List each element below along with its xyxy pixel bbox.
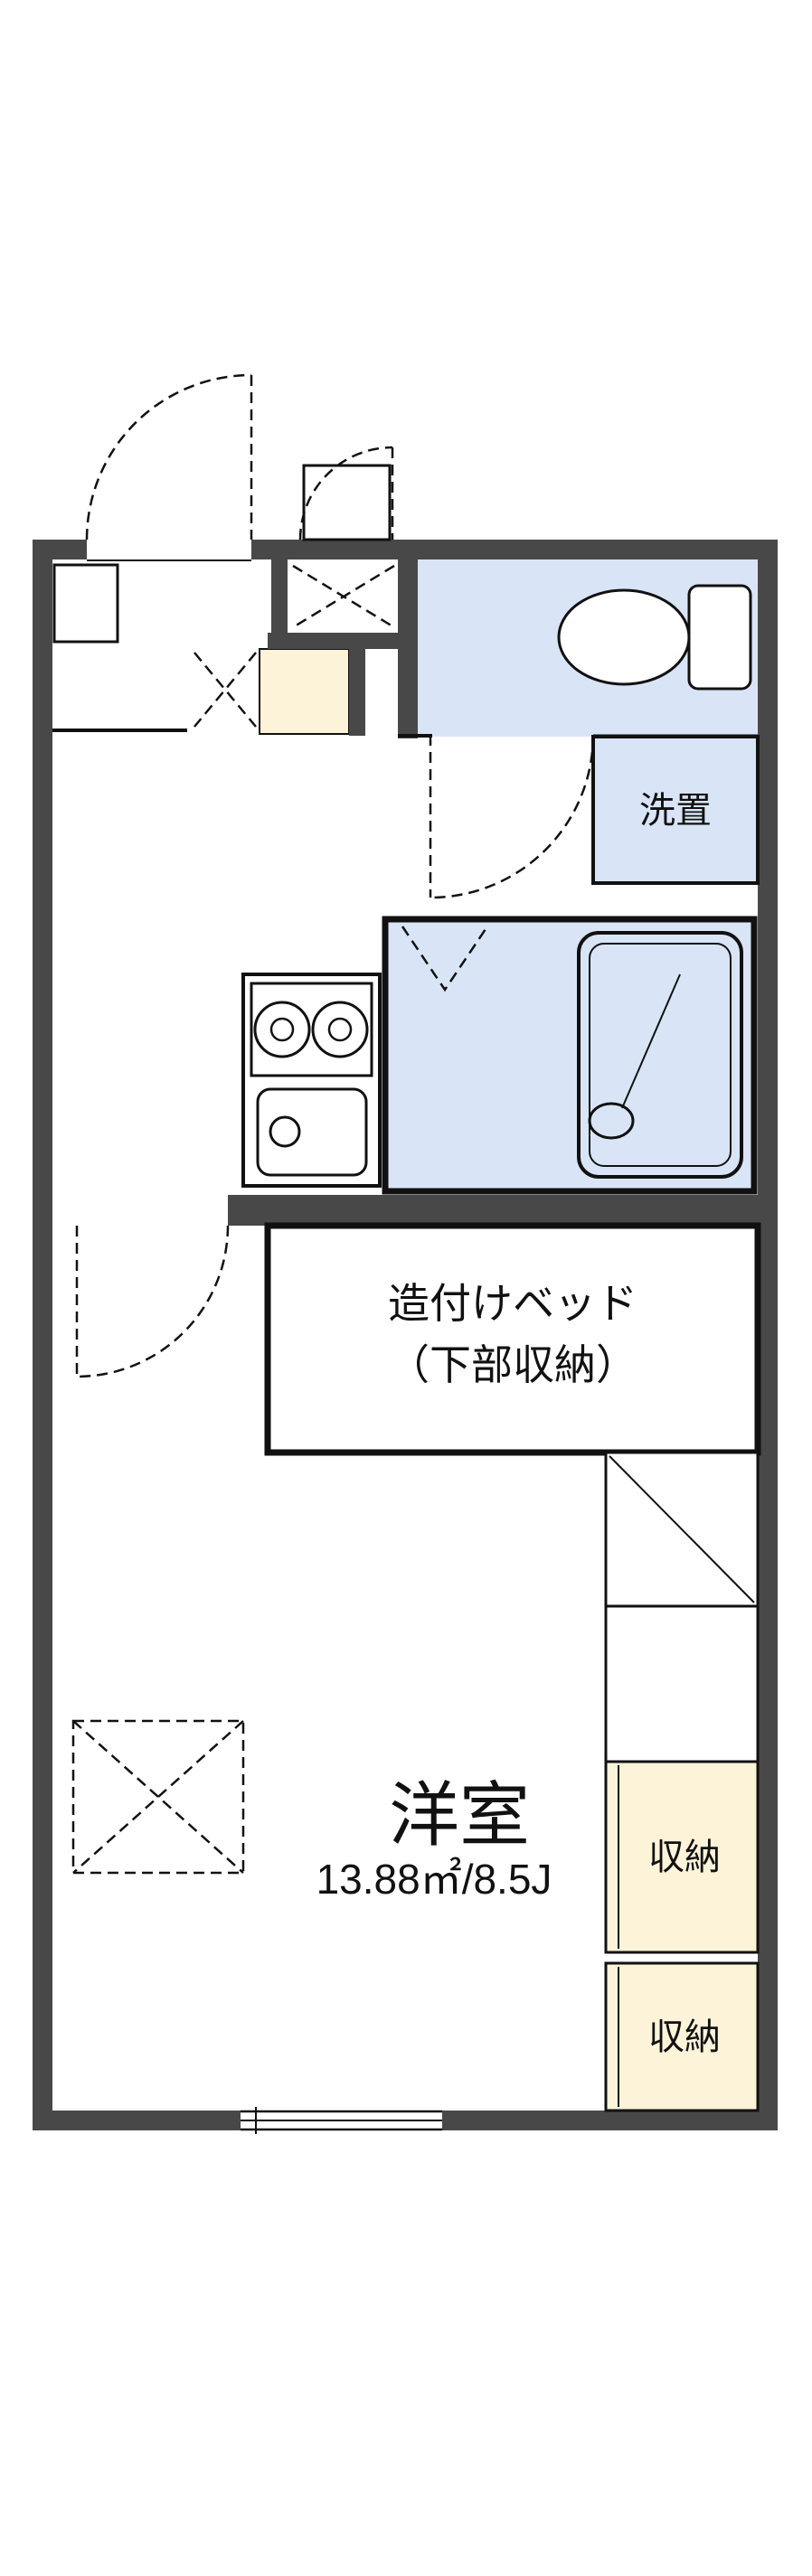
stove-burner-left-center bbox=[269, 1017, 295, 1042]
furniture-placement-outline bbox=[71, 1719, 245, 1875]
genkan-entrance-floor bbox=[259, 648, 350, 735]
bathtub-drain bbox=[588, 1102, 635, 1140]
storage-lower-label: 収納 bbox=[648, 2017, 721, 2057]
storage-upper-label: 収納 bbox=[648, 1838, 721, 1877]
toilet-fixture bbox=[557, 584, 752, 691]
built-in-bed-label-line2: （下部収納） bbox=[388, 1341, 637, 1388]
entry-utility-box bbox=[302, 464, 392, 541]
kitchen-sink bbox=[256, 1087, 368, 1177]
utility-door-swing-arc bbox=[298, 446, 393, 541]
entry-partition-wall bbox=[271, 559, 288, 637]
stove-burner-right-center bbox=[327, 1017, 353, 1042]
right-column: 収納 収納 bbox=[604, 1451, 760, 2112]
genkan-top-wall bbox=[268, 633, 418, 649]
sink-drain bbox=[269, 1115, 301, 1148]
bathtub-outer bbox=[577, 931, 743, 1179]
stove-burner-left bbox=[253, 1001, 311, 1058]
toilet-bowl bbox=[557, 588, 691, 686]
bathroom-folding-door bbox=[401, 926, 489, 992]
storage-lower-box bbox=[604, 1961, 760, 2112]
entry-closet-mark-2 bbox=[292, 564, 395, 629]
bed-top-wall-band bbox=[228, 1195, 758, 1226]
built-in-bed-box bbox=[264, 1222, 761, 1456]
main-room-window bbox=[241, 2107, 442, 2134]
entrance-door-swing-arc bbox=[85, 373, 252, 541]
toilet-tank bbox=[687, 584, 752, 691]
washer-place-box bbox=[591, 735, 760, 885]
toilet-door-swing-arc bbox=[430, 734, 595, 899]
open-shelf-box bbox=[604, 1604, 760, 1763]
bathtub-inner bbox=[589, 943, 732, 1167]
cabinet-diagonal bbox=[609, 1455, 755, 1603]
dashed-annotations bbox=[71, 373, 595, 1875]
furniture-placement-diag-2 bbox=[72, 1720, 244, 1874]
stove-burner-right bbox=[311, 1001, 369, 1058]
built-in-bed-label-line1: 造付けベッド bbox=[388, 1280, 637, 1327]
washer-place-label: 洗置 bbox=[639, 791, 712, 831]
kitchen-unit bbox=[241, 973, 382, 1188]
furniture-placement-diag-1 bbox=[72, 1720, 244, 1874]
main-room-name-label: 洋室 bbox=[389, 1775, 530, 1855]
genkan-side-wall-stub bbox=[349, 649, 365, 736]
bathroom-walls bbox=[382, 916, 758, 1195]
storage-upper-box bbox=[604, 1760, 760, 1954]
main-room-size-label: 13.88㎡/8.5J bbox=[316, 1856, 552, 1903]
entrance-door-opening bbox=[87, 536, 251, 563]
bathroom bbox=[382, 916, 758, 1195]
bathtub-supply-line bbox=[621, 973, 681, 1109]
shoe-cabinet bbox=[52, 563, 119, 644]
